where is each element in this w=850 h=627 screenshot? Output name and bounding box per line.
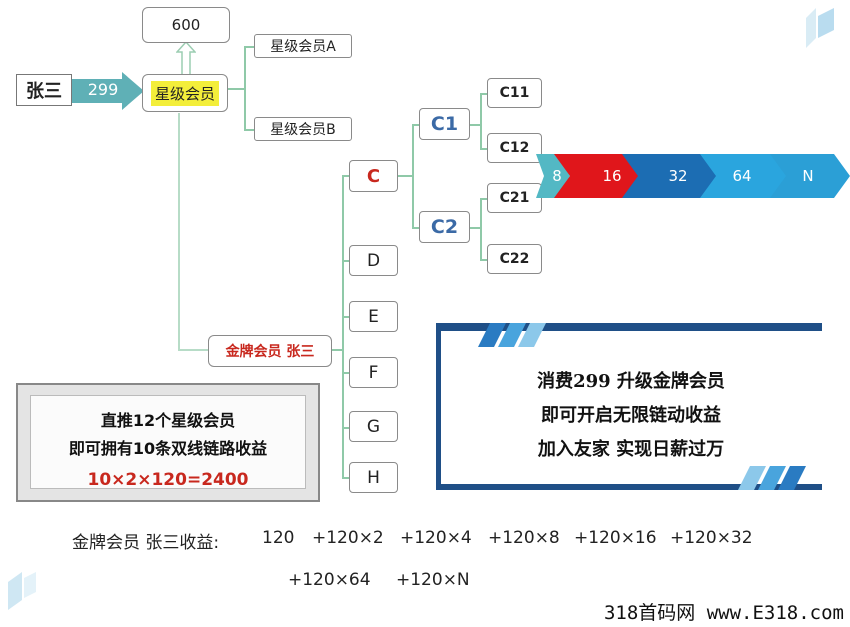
node-e: E bbox=[349, 301, 398, 332]
node-f: F bbox=[349, 357, 398, 388]
up-arrow-to-600 bbox=[176, 42, 196, 78]
connector-gold-loop bbox=[178, 113, 180, 351]
node-h: H bbox=[349, 462, 398, 493]
chain-label-2: 16 bbox=[602, 167, 622, 185]
star-member-label: 星级会员 bbox=[150, 80, 219, 106]
connector-c2-out bbox=[470, 227, 482, 229]
node-d: D bbox=[349, 245, 398, 276]
chain-label-3: 32 bbox=[668, 167, 688, 185]
growth-chain bbox=[536, 154, 850, 198]
connector-c1-children bbox=[480, 93, 482, 149]
star-member-node: 星级会员 bbox=[142, 74, 228, 112]
chain-segment-4 bbox=[700, 154, 788, 198]
chain-segment-3 bbox=[622, 154, 718, 198]
earnings-term-2: +120×2 bbox=[312, 528, 384, 548]
amount-label: 299 bbox=[87, 80, 119, 99]
node-c11: C11 bbox=[487, 78, 542, 108]
node-c2: C2 bbox=[419, 211, 470, 243]
connector-star-out bbox=[226, 88, 246, 90]
right-note-left-bar bbox=[436, 323, 441, 490]
right-note-line2: 即可开启无限链动收益 bbox=[541, 405, 721, 426]
connector-to-b bbox=[244, 129, 254, 131]
gold-member-label: 金牌会员 张三 bbox=[225, 344, 315, 360]
connector-to-c12 bbox=[480, 148, 488, 150]
node-c2-label: C2 bbox=[430, 216, 459, 238]
earnings-term-6: +120×32 bbox=[670, 528, 753, 548]
connector-gold-out bbox=[332, 349, 344, 351]
corner-decoration-top-right bbox=[806, 8, 834, 48]
star-member-a: 星级会员A bbox=[254, 34, 352, 58]
chain-segment-5 bbox=[770, 154, 850, 198]
earnings-term-1: 120 bbox=[262, 528, 295, 548]
watermark-text: 318首码网 www.E318.com bbox=[603, 602, 844, 624]
connector-to-c bbox=[342, 175, 350, 177]
connector-to-f bbox=[342, 372, 350, 374]
connector-to-c2 bbox=[412, 227, 420, 229]
earnings-term-4: +120×8 bbox=[488, 528, 560, 548]
top-value-box: 600 bbox=[142, 7, 230, 43]
chain-segment-2 bbox=[554, 154, 640, 198]
left-note-line1: 直推12个星级会员 bbox=[100, 411, 236, 430]
star-member-b: 星级会员B bbox=[254, 117, 352, 141]
left-note-formula: 10×2×120=2400 bbox=[87, 470, 249, 490]
right-note-line1: 消费299 升级金牌会员 bbox=[537, 371, 725, 392]
earnings-term-8: +120×N bbox=[396, 570, 470, 590]
connector-to-e bbox=[342, 316, 350, 318]
gold-member-node: 金牌会员 张三 bbox=[208, 335, 332, 367]
connector-c-children bbox=[412, 124, 414, 228]
chain-label-4: 64 bbox=[732, 167, 752, 185]
right-note-bottom-bar bbox=[436, 484, 822, 490]
amount-arrow bbox=[72, 72, 144, 110]
node-g: G bbox=[349, 411, 398, 442]
person-name-box: 张三 bbox=[16, 74, 72, 106]
node-c-label: C bbox=[366, 165, 381, 187]
node-c1-label: C1 bbox=[430, 113, 459, 135]
right-note-panel: 消费299 升级金牌会员 即可开启无限链动收益 加入友家 实现日薪过万 bbox=[436, 323, 822, 490]
right-note-line3: 加入友家 实现日薪过万 bbox=[537, 439, 725, 460]
left-note-inner bbox=[30, 395, 306, 489]
connector-gold-children bbox=[342, 175, 344, 477]
node-c21: C21 bbox=[487, 183, 542, 213]
right-note-top-bar bbox=[436, 323, 822, 331]
chain-label-1: 8 bbox=[552, 167, 562, 185]
right-note-stripe-decoration bbox=[478, 323, 546, 347]
connector-to-a bbox=[244, 46, 254, 48]
connector-to-d bbox=[342, 260, 350, 262]
connector-to-g bbox=[342, 427, 350, 429]
left-note-line2: 即可拥有10条双线链路收益 bbox=[68, 439, 268, 458]
connector-c-out bbox=[398, 175, 414, 177]
connector-to-c22 bbox=[480, 259, 488, 261]
node-c: C bbox=[349, 160, 398, 192]
connector-to-c1 bbox=[412, 124, 420, 126]
right-note-stripe-decoration-bottom bbox=[738, 466, 806, 490]
node-c12: C12 bbox=[487, 133, 542, 163]
earnings-term-3: +120×4 bbox=[400, 528, 472, 548]
connector-gold-loop-h bbox=[178, 349, 208, 351]
earnings-term-5: +120×16 bbox=[574, 528, 657, 548]
left-note-panel: 直推12个星级会员 即可拥有10条双线链路收益 10×2×120=2400 bbox=[16, 383, 320, 502]
chain-label-5: N bbox=[802, 167, 814, 185]
corner-decoration-bottom-left bbox=[8, 572, 36, 610]
connector-c1-out bbox=[470, 124, 482, 126]
node-c1: C1 bbox=[419, 108, 470, 140]
node-c22: C22 bbox=[487, 244, 542, 274]
chain-segment-1 bbox=[536, 154, 570, 198]
earnings-term-7: +120×64 bbox=[288, 570, 371, 590]
connector-to-c11 bbox=[480, 93, 488, 95]
earnings-label: 金牌会员 张三收益: bbox=[72, 533, 220, 553]
connector-c2-children bbox=[480, 198, 482, 260]
connector-to-h bbox=[342, 477, 350, 479]
connector-to-c21 bbox=[480, 198, 488, 200]
